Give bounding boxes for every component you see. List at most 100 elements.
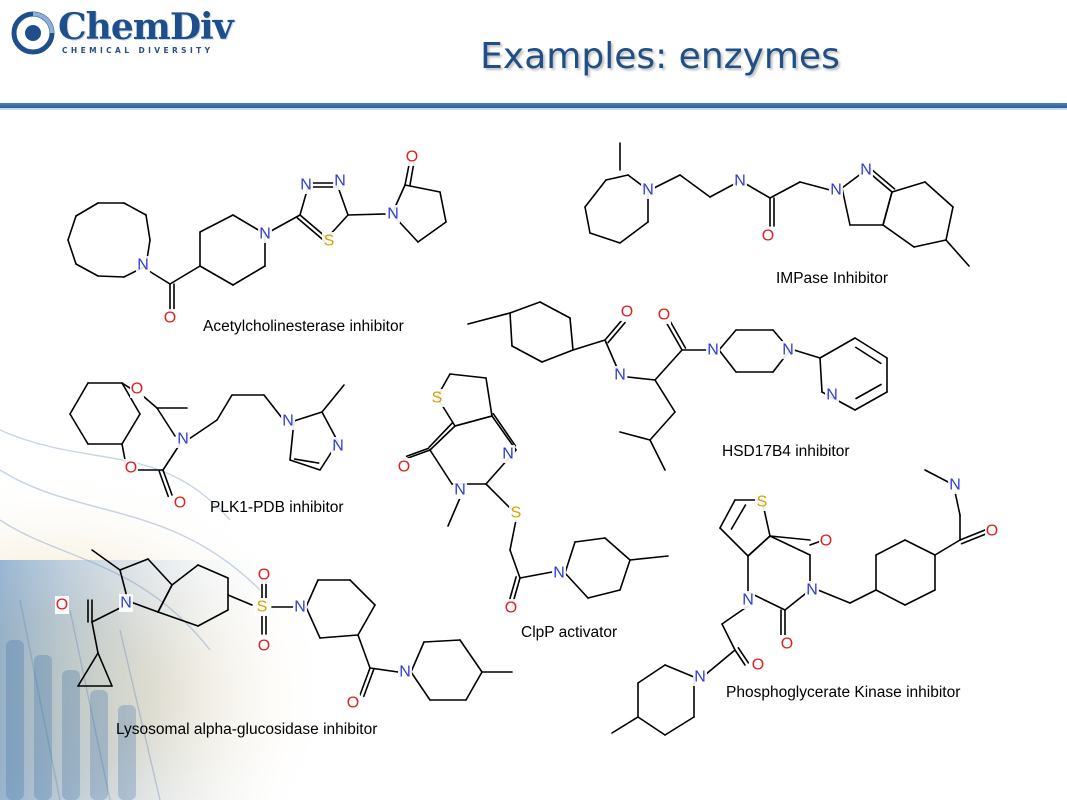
oxygen-atom-label: O <box>347 695 359 712</box>
caption-clpp: ClpP activator <box>521 624 618 641</box>
oxygen-atom-label: O <box>125 460 137 477</box>
bond <box>611 716 639 734</box>
bond <box>704 649 736 676</box>
caption-hsd17b4: HSD17B4 inhibitor <box>722 443 850 460</box>
ring-bond <box>637 716 666 736</box>
atom-label-bg <box>641 181 655 199</box>
ring-bond <box>637 664 666 684</box>
bond <box>162 469 173 496</box>
ring-bond <box>875 539 906 556</box>
ring-bond <box>145 214 151 241</box>
title-rule-light <box>0 108 1067 110</box>
atom-label-bg <box>985 522 999 540</box>
bond <box>509 519 517 551</box>
bond <box>627 376 656 381</box>
oxygen-atom-label: O <box>56 597 68 614</box>
double-bond <box>855 346 882 365</box>
double-bond <box>607 321 626 344</box>
atom-label-bg <box>859 161 873 179</box>
ring-bond <box>904 539 936 556</box>
atom-label-bg <box>386 205 400 223</box>
ring-bond <box>841 187 851 226</box>
slide-title: Examples: enzymes <box>480 36 840 77</box>
logo-tagline: CHEMICAL DIVERSITY <box>62 46 214 55</box>
nitrogen-atom-label: N <box>734 173 746 190</box>
bond <box>604 339 619 371</box>
atom-label-bg <box>55 596 69 614</box>
atom-label-bg <box>751 656 765 674</box>
double-bond <box>362 668 375 698</box>
ring-bond <box>574 537 606 543</box>
nitrogen-atom-label: N <box>806 582 818 599</box>
atom-label-bg <box>398 663 412 681</box>
nitrogen-atom-label: N <box>334 173 346 190</box>
bond <box>216 394 233 421</box>
nitrogen-atom-label: N <box>742 592 754 609</box>
ring-bond <box>123 202 147 216</box>
nitrogen-atom-label: N <box>707 342 719 359</box>
ring-bond <box>465 671 483 701</box>
atom-label-bg <box>257 637 271 655</box>
ring-bond <box>410 671 431 701</box>
ring-bond <box>357 604 376 636</box>
double-bond <box>158 470 170 498</box>
atom-label-bg <box>255 598 269 616</box>
oxygen-atom-label: O <box>258 638 270 655</box>
nitrogen-atom-label: N <box>694 669 706 686</box>
ring-bond <box>539 301 571 319</box>
ring-bond <box>439 191 447 223</box>
ring-bond <box>882 191 893 226</box>
oxygen-atom-label: O <box>658 307 670 324</box>
atom-label-bg <box>258 225 272 243</box>
ring-bond <box>619 221 649 244</box>
oxygen-atom-label: O <box>164 310 176 327</box>
ring-bond <box>541 349 574 363</box>
atom-label-bg <box>761 227 775 245</box>
ring-bond <box>197 609 229 627</box>
bond <box>572 339 606 351</box>
bond <box>649 411 676 441</box>
bond <box>769 535 811 541</box>
atom-label-bg <box>136 256 150 274</box>
bond <box>142 395 158 409</box>
caption-acetylcholinesterase: Acetylcholinesterase inhibitor <box>203 318 404 335</box>
nitrogen-atom-label: N <box>782 342 794 359</box>
double-bond <box>428 422 453 449</box>
atom-label-bg <box>693 668 707 686</box>
bond <box>604 319 623 341</box>
ring-bond <box>511 345 543 363</box>
sulfur-atom-label: S <box>511 505 522 522</box>
atom-label-bg <box>430 389 444 407</box>
nitrogen-atom-label: N <box>387 206 399 223</box>
atom-label-bg <box>948 476 962 494</box>
ring-bond <box>485 377 493 417</box>
ring-bond <box>337 186 349 216</box>
ring-bond <box>429 425 456 451</box>
bond <box>188 419 218 440</box>
atom-label-bg <box>331 437 345 455</box>
double-bond <box>668 319 687 349</box>
nitrogen-atom-label: N <box>860 162 872 179</box>
atom-label-bg <box>397 458 411 476</box>
ring-bond <box>509 301 541 314</box>
double-bond <box>492 412 517 447</box>
nitrogen-atom-label: N <box>830 182 842 199</box>
bond <box>654 379 676 413</box>
nitrogen-atom-label: N <box>642 182 654 199</box>
ring-bond <box>121 382 141 415</box>
oxygen-atom-label: O <box>406 149 418 166</box>
nitrogen-atom-label: N <box>300 177 312 194</box>
atom-label-bg <box>405 148 419 166</box>
atom-label-bg <box>780 635 794 653</box>
bond <box>817 589 851 604</box>
double-bond <box>737 646 750 664</box>
bond <box>169 265 201 285</box>
atom-label-bg <box>257 566 271 584</box>
oxygen-atom-label: O <box>621 304 633 321</box>
ring-bond <box>410 641 425 673</box>
ring-bond <box>77 652 99 687</box>
ring-bond <box>718 349 737 373</box>
ring-bond <box>197 564 229 579</box>
ring-bond <box>719 499 736 529</box>
double-bond <box>405 447 430 458</box>
